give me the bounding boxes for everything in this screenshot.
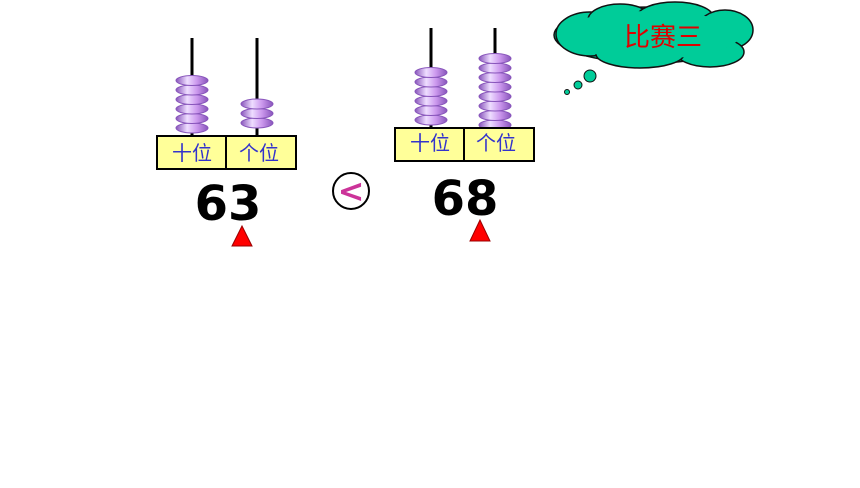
- tens-label: 十位: [172, 141, 212, 165]
- abacus-bead: [175, 84, 209, 96]
- tens-label: 十位: [410, 131, 450, 155]
- comparison-circle: [332, 172, 370, 210]
- abacus-bead: [240, 98, 274, 110]
- cloud-shape: [553, 1, 754, 69]
- ones-label: 个位: [476, 131, 516, 155]
- abacus-bead: [478, 110, 512, 121]
- abacus-bead: [175, 94, 209, 105]
- ones-beads: [478, 53, 512, 131]
- cloud-bubble-small: [564, 89, 570, 95]
- abacus-63: 十位 个位 63: [156, 38, 297, 247]
- abacus-bead: [175, 113, 209, 124]
- abacus-bead: [414, 86, 448, 97]
- abacus-bead: [175, 75, 209, 86]
- comparison: <: [332, 172, 370, 210]
- abacus-bead: [478, 53, 512, 64]
- abacus-bead: [478, 100, 512, 112]
- abacus-bead: [414, 76, 448, 88]
- ones-beads: [240, 98, 274, 129]
- abacus-bead: [175, 103, 209, 115]
- number-68: 68: [432, 171, 499, 227]
- abacus-bead: [240, 117, 274, 129]
- cloud-bubble-large: [583, 69, 597, 83]
- abacus-bead: [414, 67, 448, 78]
- abacus-bead: [478, 81, 512, 93]
- comparison-symbol: <: [338, 172, 365, 210]
- abacus-bead: [478, 91, 512, 102]
- abacus-68: 十位 个位 68: [394, 28, 535, 242]
- abacus-bead: [414, 114, 448, 126]
- thought-cloud: 比赛三: [553, 1, 754, 95]
- ones-label: 个位: [239, 141, 279, 165]
- pointer-triangle: [231, 224, 253, 247]
- abacus-bead: [478, 72, 512, 83]
- tens-beads: [414, 67, 448, 126]
- cloud-label: 比赛三: [624, 23, 702, 53]
- number-63: 63: [195, 176, 262, 232]
- abacus-bead: [414, 105, 448, 116]
- tens-beads: [175, 75, 209, 134]
- cloud-bubble-medium: [573, 80, 583, 90]
- abacus-bead: [175, 122, 209, 134]
- pointer-triangle: [469, 218, 491, 242]
- abacus-bead: [478, 62, 512, 74]
- abacus-bead: [240, 108, 274, 119]
- abacus-bead: [414, 95, 448, 107]
